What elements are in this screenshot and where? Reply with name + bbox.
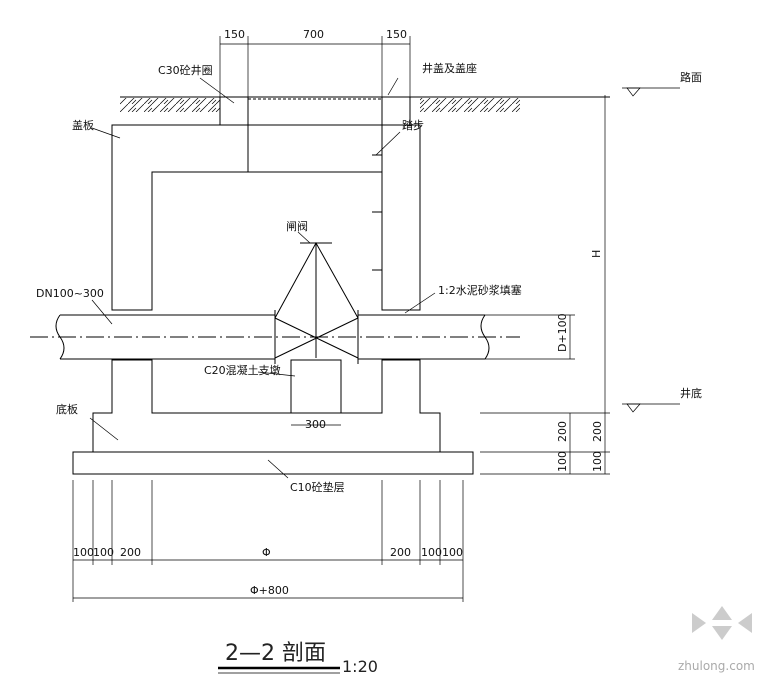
label-height: H: [590, 250, 603, 258]
label-valve: 闸阀: [286, 219, 308, 233]
dim-bottom-6: 100: [442, 546, 463, 559]
ladder-steps: [372, 154, 382, 271]
bottom-dimensions: [72, 424, 464, 602]
leader-lines: [89, 77, 436, 479]
dim-top-right: 150: [386, 28, 407, 41]
dim-cushion-left: 100: [556, 451, 569, 472]
label-c30-ring: C30砼井圈: [158, 63, 213, 77]
label-ground: 路面: [680, 71, 702, 84]
ground-earth: [120, 96, 610, 112]
dim-bottom-5: 100: [421, 546, 442, 559]
right-dimensions: [480, 87, 680, 475]
dim-top-left: 150: [224, 28, 245, 41]
support-pier: [290, 359, 342, 414]
label-bottom-slab: 底板: [56, 402, 78, 416]
top-dimensions: [219, 36, 411, 97]
gate-valve: [274, 241, 359, 364]
dim-bottom-total: Φ+800: [250, 584, 289, 597]
dim-bottom-4: 200: [390, 546, 411, 559]
watermark-text: zhulong.com: [678, 659, 755, 673]
cover-slab: [111, 124, 421, 311]
label-mortar: 1:2水泥砂浆填塞: [438, 283, 522, 297]
dim-bottom-mid: Φ: [262, 546, 271, 559]
dim-bottom-2: 100: [93, 546, 114, 559]
label-cover-seat: 井盖及盖座: [422, 61, 477, 75]
section-scale: 1:20: [342, 657, 378, 676]
label-step: 踏步: [402, 118, 424, 132]
cushion-layer: [72, 451, 474, 475]
dim-slab-right: 200: [591, 421, 604, 442]
label-pipe: DN100~300: [36, 287, 104, 300]
label-support: C20混凝土支墩: [204, 363, 281, 377]
label-pipe-dim: D+100: [556, 313, 569, 352]
dim-cushion-right: 100: [591, 451, 604, 472]
dim-top-mid: 700: [303, 28, 324, 41]
label-cover-slab: 盖板: [72, 118, 94, 132]
section-title: 2—2 剖面: [225, 641, 326, 666]
dim-slab-left: 200: [556, 421, 569, 442]
watermark-logo: [692, 606, 752, 640]
label-well-bottom: 井底: [680, 386, 702, 400]
label-cushion: C10砼垫层: [290, 480, 345, 494]
dim-bottom-3: 200: [120, 546, 141, 559]
dim-bottom-1: 100: [73, 546, 94, 559]
pipe: [30, 314, 520, 360]
dim-support-width: 300: [305, 418, 326, 431]
well-ring: [219, 96, 411, 126]
lower-walls: [92, 359, 441, 453]
